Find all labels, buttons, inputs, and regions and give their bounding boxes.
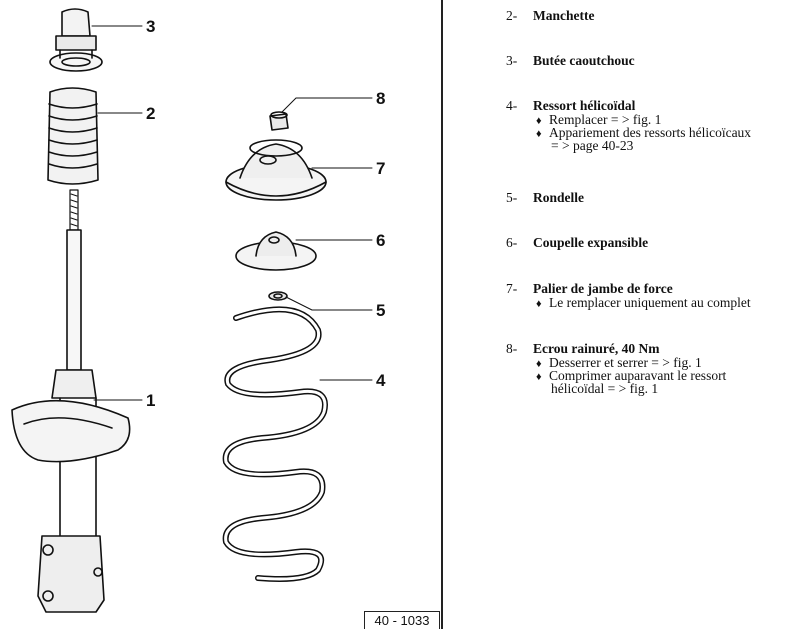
- legend-number: 7-: [506, 281, 518, 296]
- bullet-icon: ♦: [536, 115, 542, 127]
- callout-2: 2: [146, 104, 155, 123]
- bullet-icon: ♦: [536, 371, 542, 383]
- legend-title: Rondelle: [533, 190, 585, 205]
- bump-stop-part: [49, 8, 103, 72]
- legend-number: 4-: [506, 98, 518, 113]
- legend-number: 8-: [506, 341, 518, 356]
- washer-part: [268, 291, 288, 301]
- slotted-nut-part: [269, 111, 289, 131]
- strut-bearing-part: [225, 139, 327, 201]
- legend-title: Palier de jambe de force: [533, 281, 673, 296]
- legend-number: 3-: [506, 53, 518, 68]
- coil-spring-inner: [224, 307, 327, 581]
- legend-subitem: ♦Appariement des ressorts hélicoïcaux: [536, 125, 752, 140]
- coil-spring-part: [222, 306, 328, 582]
- callout-7: 7: [376, 159, 385, 178]
- legend-subitem: ♦Le remplacer uniquement au complet: [536, 295, 751, 310]
- bellows-part: [47, 87, 99, 185]
- legend-subitem: ♦Comprimer auparavant le ressort: [536, 368, 727, 383]
- legend-title: Butée caoutchouc: [533, 53, 635, 68]
- bullet-icon: ♦: [536, 358, 542, 370]
- figure-reference: 40 - 1033: [364, 611, 440, 629]
- bullet-icon: ♦: [536, 298, 542, 310]
- legend-subitem-continuation: = > page 40-23: [551, 138, 634, 153]
- legend-subitem: ♦Remplacer = > fig. 1: [536, 112, 662, 127]
- legend-title: Coupelle expansible: [533, 235, 649, 250]
- exploded-view-drawing: 3 2 8 7 6 5 4 1: [11, 8, 386, 613]
- bullet-icon: ♦: [536, 128, 542, 140]
- callout-6: 6: [376, 231, 385, 250]
- callout-4: 4: [376, 371, 386, 390]
- legend-subitem-continuation: hélicoïdal = > fig. 1: [551, 381, 659, 396]
- legend-number: 6-: [506, 235, 518, 250]
- legend-subitem: ♦Desserrer et serrer = > fig. 1: [536, 355, 702, 370]
- callout-8: 8: [376, 89, 385, 108]
- callout-5: 5: [376, 301, 385, 320]
- callout-3: 3: [146, 17, 155, 36]
- legend-title: Ecrou rainuré, 40 Nm: [533, 341, 660, 356]
- legend-number: 2-: [506, 8, 518, 23]
- legend-title: Manchette: [533, 8, 595, 23]
- leader-lines: [91, 25, 373, 401]
- callout-1: 1: [146, 391, 155, 410]
- legend-title: Ressort hélicoïdal: [533, 98, 636, 113]
- legend-number: 5-: [506, 190, 518, 205]
- column-divider: [441, 0, 443, 629]
- strut-part: [11, 189, 131, 613]
- expansion-cup-part: [235, 231, 317, 271]
